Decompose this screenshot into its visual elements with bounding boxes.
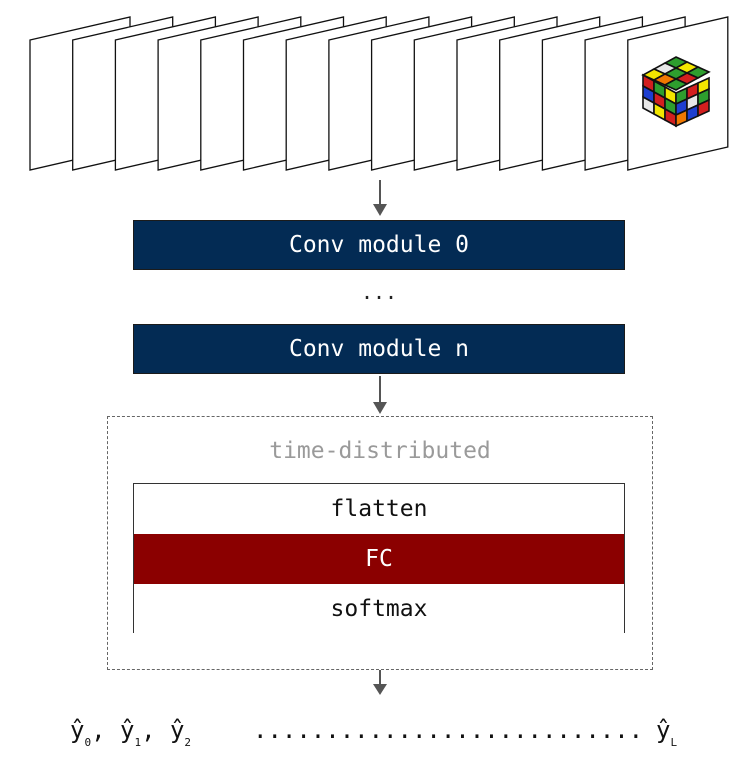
output-yL: ŷL [656, 716, 678, 749]
output-y1: ŷ1 [119, 716, 142, 749]
arrow-frames-to-conv [373, 180, 387, 216]
output-dots: ........................... [253, 716, 644, 744]
conv-module-0-label: Conv module 0 [288, 232, 469, 258]
conv-module-n-label: Conv module n [288, 336, 469, 362]
module-ellipsis: ... [360, 280, 398, 304]
arrow-td-to-outputs [373, 670, 387, 695]
layer-stack: flatten FC softmax [133, 483, 625, 634]
conv-module-0: Conv module 0 [133, 220, 625, 270]
time-distributed-box [107, 416, 653, 670]
output-y0: ŷ0 [70, 716, 92, 749]
arrow-conv-to-td [373, 376, 387, 414]
conv-module-n: Conv module n [133, 324, 625, 374]
rubiks-cube-icon [641, 56, 711, 128]
output-sequence: ŷ0, ŷ1, ŷ2 [70, 716, 192, 749]
fc-layer: FC [134, 534, 624, 584]
softmax-layer: softmax [134, 584, 624, 634]
video-frame-stack [29, 16, 729, 171]
output-y2: ŷ2 [169, 716, 192, 749]
time-distributed-label: time-distributed [269, 438, 491, 464]
flatten-layer: flatten [134, 484, 624, 534]
